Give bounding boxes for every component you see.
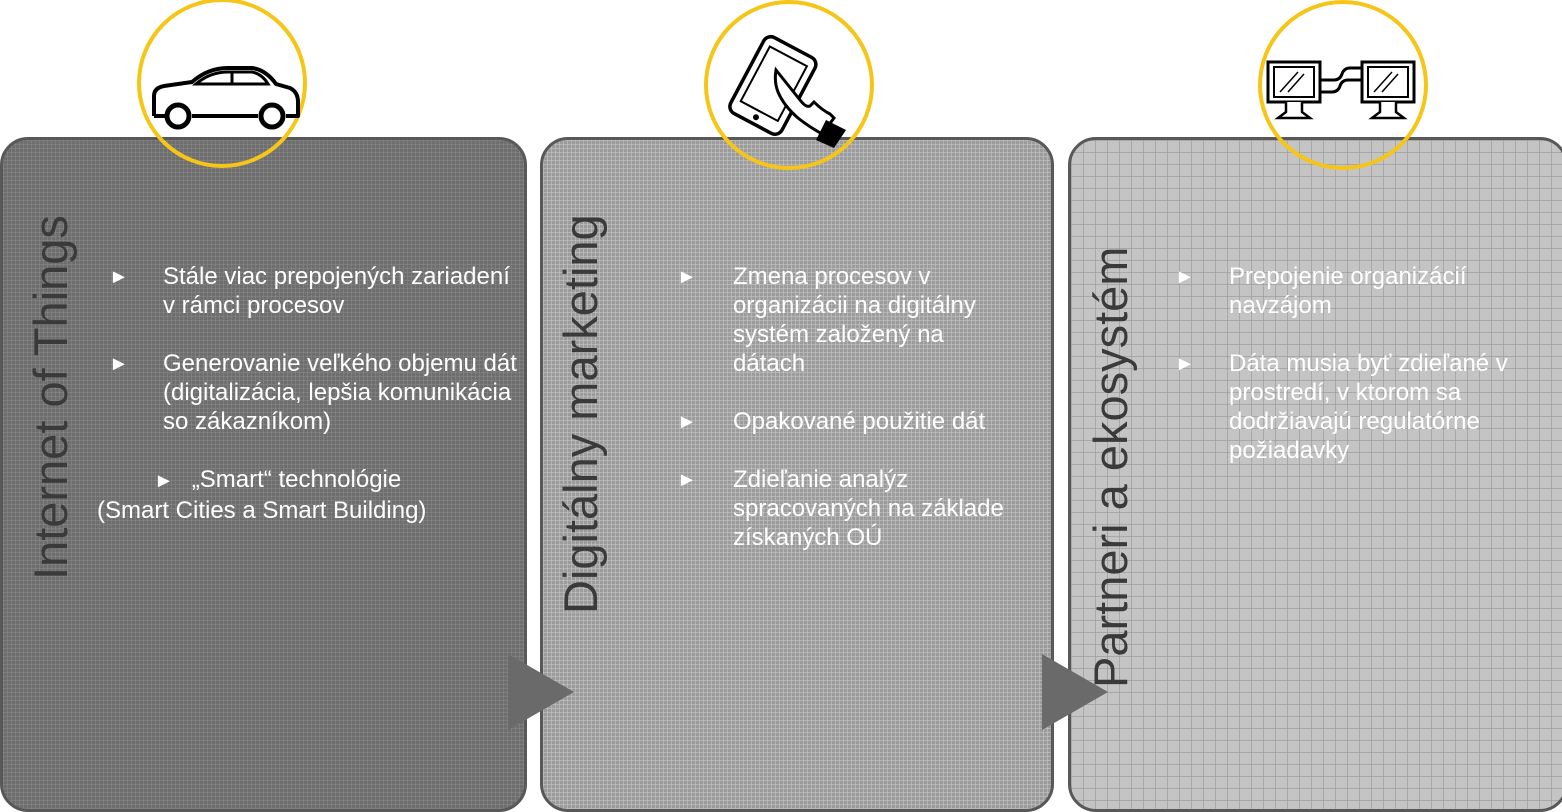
bullet-arrow-icon: ► [677,266,697,288]
bullet-arrow-icon: ► [109,353,129,375]
flow-arrow-2 [1042,654,1108,730]
bullet-arrow-icon: ► [1175,266,1195,288]
bullet-arrow-icon: ► [109,266,129,288]
connected-monitors-icon [1266,60,1416,120]
list-item: ►Generovanie veľkého objemu dát (digital… [109,350,517,435]
panel-title: Digitálny marketing [554,214,607,614]
bullet-arrow-icon: ► [677,469,697,491]
icon-circle-car [137,0,307,168]
panel-digitalny-marketing: Digitálny marketing ►Zmena procesov v or… [540,137,1054,812]
bullet-list: ►Prepojenie organizácií navzájom ►Dáta m… [1163,262,1562,494]
list-item: ►Prepojenie organizácií navzájom [1175,263,1467,319]
icon-circle-tablet [704,0,874,170]
list-item: ►Opakované použitie dát [677,408,986,435]
panel-title: Partneri a ekosystém [1084,246,1137,688]
icon-circle-monitors [1258,0,1428,170]
panel-internet-of-things: Internet of Things ►Stále viac prepojený… [0,137,527,812]
panel-title: Internet of Things [24,215,77,580]
list-item: ►Zmena procesov v organizácii na digitál… [677,263,976,377]
bullet-arrow-icon: ► [677,411,697,433]
list-item: ►„Smart“ technológie (Smart Cities a Sma… [97,466,427,524]
bullet-list: ►Zmena procesov v organizácii na digitál… [625,262,1015,581]
list-item: ►Dáta musia byť zdieľané v prostredí, v … [1175,350,1508,464]
tablet-touch-icon [728,34,846,148]
flow-arrow-1 [508,654,574,730]
bullet-arrow-icon: ► [1175,353,1195,375]
bullet-arrow-icon: ► [154,470,174,492]
bullet-list: ►Stále viac prepojených zariadení v rámc… [97,262,524,554]
list-item: ►Stále viac prepojených zariadení v rámc… [109,263,510,319]
panel-partneri-a-ekosystem: Partneri a ekosystém ►Prepojenie organiz… [1068,137,1562,812]
list-item: ►Zdieľanie analýz spracovaných na základ… [677,466,1004,551]
car-icon [152,66,300,130]
